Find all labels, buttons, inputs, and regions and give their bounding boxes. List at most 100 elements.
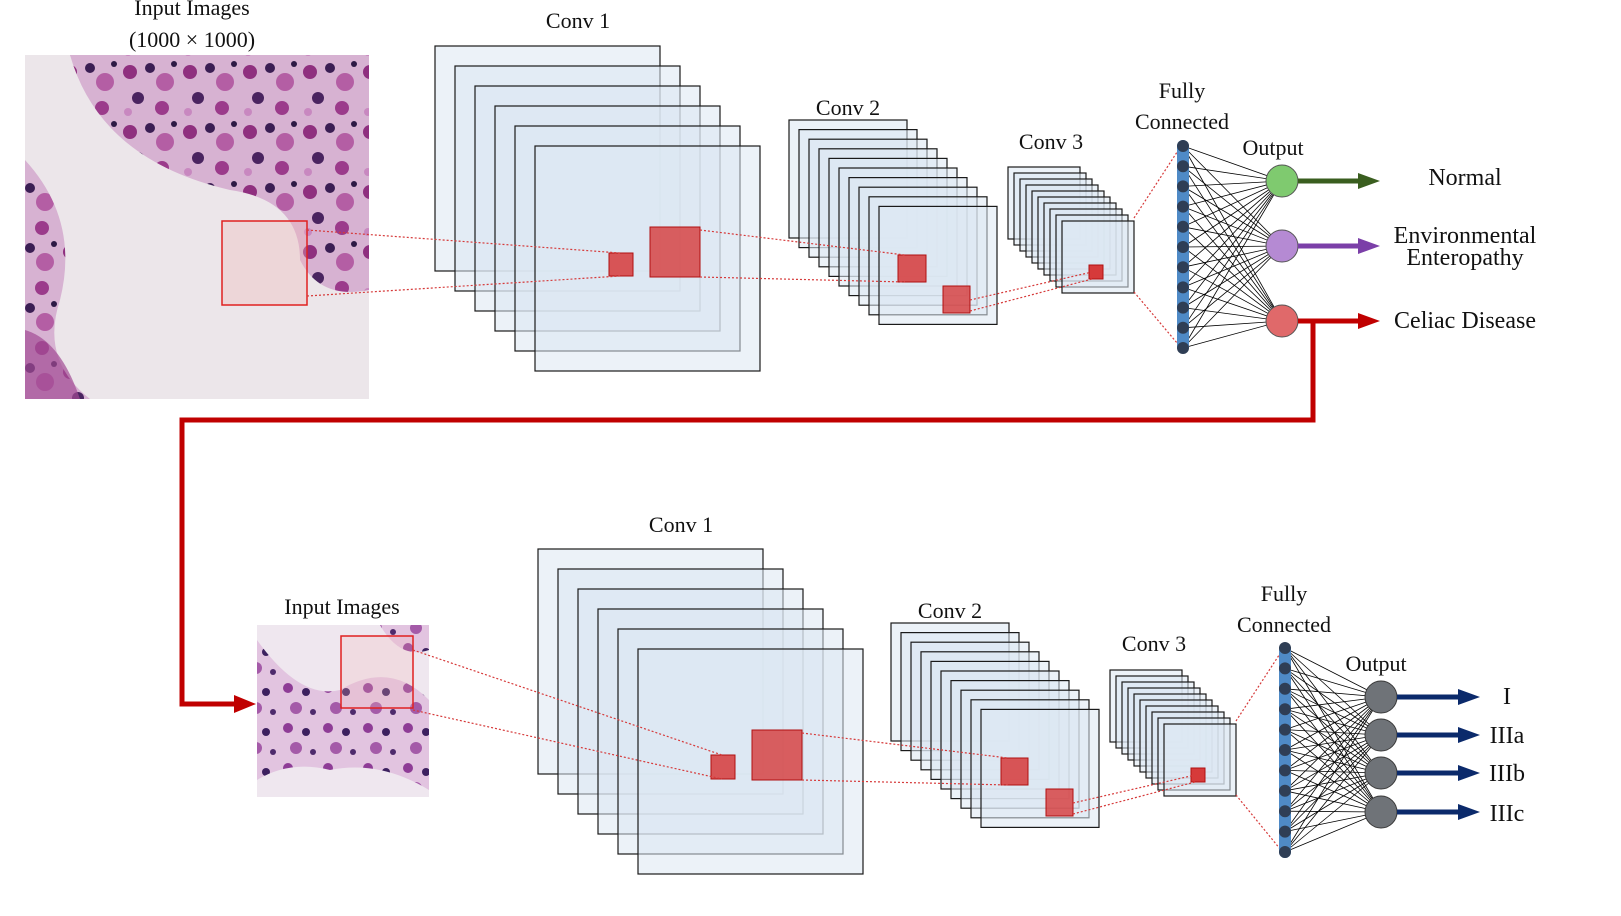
celiac-to-stage2-connector <box>179 321 1316 707</box>
stage2-fc-connection <box>1284 772 1382 832</box>
stage2-fc-connection <box>1284 647 1382 813</box>
stage2-fc-connection <box>1284 696 1382 792</box>
stage2-input-highlight <box>340 635 414 709</box>
stage1-fc-connection <box>1182 180 1283 288</box>
stage1-conv1-map-6 <box>534 145 761 372</box>
stage1-fc-connection <box>1182 245 1283 288</box>
stage1-class-ee-line2: Enteropathy <box>1406 245 1523 271</box>
stage1-class-ee-line1: Environmental <box>1394 223 1537 249</box>
stage2-fc-connection <box>1284 772 1382 812</box>
stage1-fc-connection <box>1182 245 1283 329</box>
stage1-fc-connection <box>1182 180 1283 187</box>
stage2-conv2-kernel-a <box>1000 757 1029 786</box>
stage2-output-node-iiib <box>1364 756 1398 790</box>
stage1-fc-connection <box>1182 226 1283 322</box>
stage2-conv1-kernel-large <box>751 729 803 781</box>
stage2-conv2-map-10 <box>980 708 1100 829</box>
stage1-class-normal: Normal <box>1428 165 1502 191</box>
stage2-output-node-i <box>1364 680 1398 714</box>
stage2-conv1-maps <box>537 548 864 875</box>
stage2-fc-neuron-4 <box>1279 703 1291 716</box>
stage1-fc-label-line1: Fully <box>1159 78 1205 103</box>
stage2-fc-neuron-2 <box>1279 662 1291 675</box>
stage2-fc-label-line2: Connected <box>1237 612 1331 637</box>
stage1-fc-connection <box>1182 180 1283 248</box>
stage2-conv3-kernel <box>1190 767 1206 783</box>
stage1-input-highlight <box>221 220 308 306</box>
stage1-conv1-kernel-small <box>608 252 634 277</box>
stage1-fc-connection <box>1182 206 1283 247</box>
stage2-fc-connection <box>1284 696 1382 751</box>
stage1-fc-connection <box>1182 245 1283 248</box>
stage1-fc-connection <box>1182 165 1283 182</box>
stage2-fc-neuron-1 <box>1279 642 1291 654</box>
stage1-conv1-maps <box>434 45 761 372</box>
stage2-class-iiic: IIIc <box>1490 801 1525 827</box>
stage1-fc-connection <box>1182 186 1283 247</box>
stage2-fc-connection <box>1284 696 1382 730</box>
stage1-fc-neuron-3 <box>1177 180 1189 193</box>
stage2-fc-connection <box>1284 668 1382 774</box>
stage1-conv3-maps <box>1007 166 1135 294</box>
stage1-fc-connection <box>1182 180 1283 207</box>
stage2-fc-neuron-11 <box>1279 846 1291 858</box>
stage2-fc-connection <box>1284 708 1382 774</box>
stage1-conv2-kernel-a <box>897 254 927 283</box>
stage1-projection-lines <box>306 142 1184 351</box>
stage1-conv2-map-10 <box>878 205 998 325</box>
stage2-fc-connection <box>1284 729 1382 774</box>
stage2-fc-label-line1: Fully <box>1261 581 1307 606</box>
stage2-fc-connections <box>1284 647 1382 853</box>
stage1-conv1-label: Conv 1 <box>546 8 610 33</box>
stage2-fc-connection <box>1284 734 1382 812</box>
stage1-fc-neuron-9 <box>1177 301 1189 314</box>
stage1-fc-neuron-5 <box>1177 220 1189 233</box>
stage1-fc-connection <box>1182 246 1283 322</box>
stage2-fc-connection <box>1284 696 1382 853</box>
stage2-fc-connection <box>1284 708 1382 813</box>
stage2-input-image <box>257 625 429 797</box>
stage2-fc-neuron-9 <box>1279 805 1291 818</box>
stage2-fc-connection <box>1284 729 1382 813</box>
stage1-fc-neuron-2 <box>1177 160 1189 173</box>
stage2-fc-connection <box>1284 734 1382 832</box>
stage2-fc-connection <box>1284 734 1382 853</box>
stage1-fc-connection <box>1182 180 1283 268</box>
stage2-fc-neuron-7 <box>1279 764 1291 777</box>
stage1-conv2-kernel-b <box>942 285 971 314</box>
stage2-fc-connection <box>1284 668 1382 698</box>
stage1-fc-connection <box>1182 245 1283 349</box>
stage2-output-label: Output <box>1345 651 1406 676</box>
stage1-fc-neuron-7 <box>1177 261 1189 274</box>
stage2-fc-connection <box>1284 708 1382 736</box>
stage1-input-image <box>25 55 369 399</box>
stage1-class-celiac: Celiac Disease <box>1394 308 1536 334</box>
stage1-output-ee-node <box>1265 229 1299 263</box>
stage2-fc-connection <box>1284 811 1382 853</box>
stage2-conv3-label: Conv 3 <box>1122 631 1186 656</box>
stage1-conv3-map-10 <box>1061 220 1135 294</box>
stage2-fc-connection <box>1284 668 1382 736</box>
stage2-fc-connection <box>1284 696 1382 771</box>
stage1-fc-connection <box>1182 165 1283 322</box>
stage2-fc-connection <box>1284 772 1382 853</box>
stage1-output-label: Output <box>1242 135 1303 160</box>
stage1-fc-neuron-11 <box>1177 342 1189 354</box>
stage2-projection-lines <box>412 645 1286 856</box>
celiac-to-stage2-arrowhead <box>234 695 256 713</box>
stage1-fc-connection <box>1182 245 1283 268</box>
stage1-conv2-maps <box>788 119 998 325</box>
stage2-conv2-maps <box>890 622 1100 829</box>
stage1-celiac-arrow <box>1298 313 1380 329</box>
stage2-conv1-kernel-small <box>710 754 736 780</box>
stage1-fc-connections <box>1182 145 1283 349</box>
stage1-fc-connection <box>1182 180 1283 349</box>
stage1-fc-nodes <box>1177 140 1189 354</box>
stage2-fc-connection <box>1284 770 1382 813</box>
stage1-fc-connection <box>1182 287 1283 322</box>
stage2-fc-connection <box>1284 734 1382 792</box>
stage1-input-title: Input Images <box>134 0 249 20</box>
stage2-fc-connection <box>1284 668 1382 813</box>
stage1-output-celiac-node <box>1265 304 1299 338</box>
